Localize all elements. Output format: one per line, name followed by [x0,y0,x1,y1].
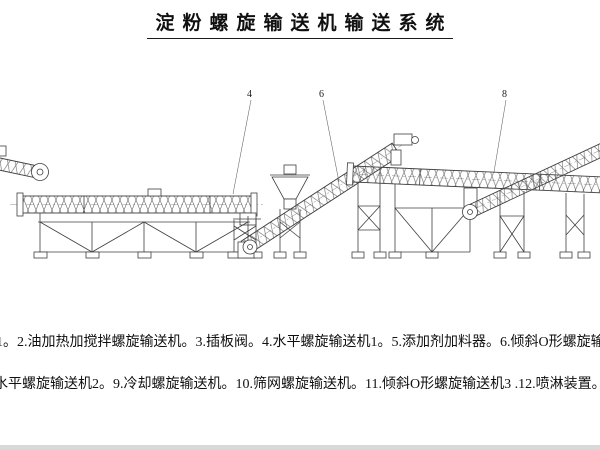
parts-list-line-1: 1。2.油加热加搅拌螺旋输送机。3.插板阀。4.水平螺旋输送机1。5.添加剂加料… [0,335,600,350]
foot-pad [351,251,365,259]
sheet-bottom-edge [0,445,600,450]
parts-list-line-2: 水平螺旋输送机2。9.冷却螺旋输送机。10.筛网螺旋输送机。11.倾斜O形螺旋输… [0,377,600,392]
end-plate [16,192,24,217]
left-support-truss [33,213,256,259]
foot-pad [273,251,287,259]
foot-pad [85,251,100,259]
additive-feeder-hopper [270,164,310,210]
callout-label-4: 4 [247,89,252,100]
foot-pad [189,251,204,259]
foot-pad [33,251,48,259]
callout-label-6: 6 [319,89,324,100]
callout-leader-4 [232,99,252,195]
right-support-truss [388,184,471,259]
feed-screw-conveyor [0,145,49,181]
end-plate [250,192,258,217]
feed-drive-motor [0,145,7,157]
foot-pad [559,251,573,259]
discharge-chute [390,149,402,166]
drawing-title: 淀粉螺旋输送机输送系统 [147,8,453,39]
foot-pad [517,251,531,259]
foot-pad [137,251,152,259]
foot-pad [293,251,307,259]
right-support-tower-2 [559,193,591,259]
end-plate [346,162,354,186]
foot-pad [577,251,591,259]
right-support-tower-1 [493,190,531,259]
inclined-o-screw-conveyor-3 [462,142,600,220]
foot-pad [373,251,387,259]
callouts: 4 6 8 [232,89,507,195]
foot-pad [493,251,507,259]
callout-leader-6 [322,99,340,183]
drive-motor [393,133,413,146]
callout-label-8: 8 [502,89,507,100]
foot-pad [425,251,439,259]
hopper-funnel [271,176,309,200]
callout-leader-8 [493,99,507,173]
inclined-o-screw-conveyor-2 [237,133,419,259]
title-block: 淀粉螺旋输送机输送系统 [0,8,600,39]
hopper-cap [283,164,297,175]
foot-pad [388,251,402,259]
inspection-port [147,188,162,197]
oil-heating-mixing-screw-conveyor [10,188,264,217]
